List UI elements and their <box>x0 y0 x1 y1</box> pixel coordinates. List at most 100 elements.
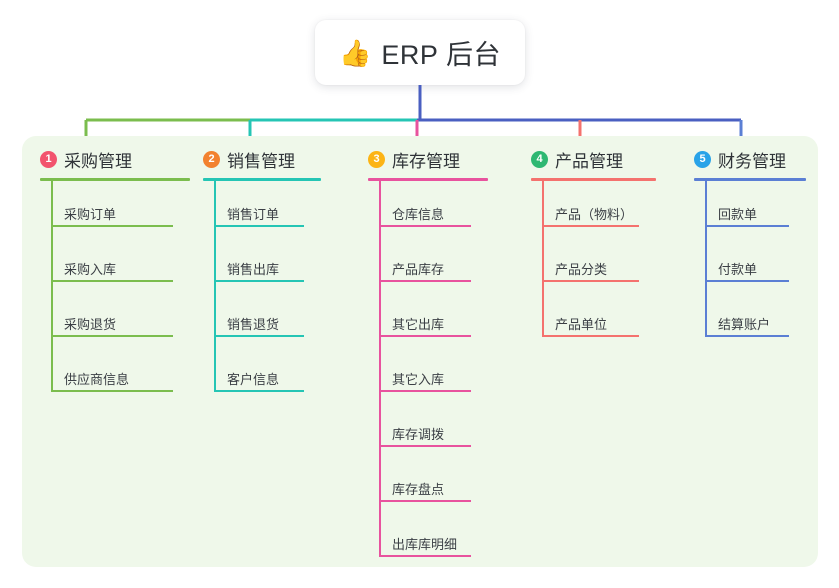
branch-item[interactable]: 回款单 <box>694 181 806 236</box>
branch-number-badge: 4 <box>531 150 548 168</box>
branch-item[interactable]: 库存调拨 <box>368 401 488 456</box>
branch-item-rule <box>379 280 471 282</box>
branch-item-label: 销售订单 <box>227 207 280 222</box>
branch-item[interactable]: 客户信息 <box>203 346 321 401</box>
branch-item-rule <box>214 225 304 227</box>
branch-item-rule <box>51 280 173 282</box>
branch-column-4: 4 产品管理产品（物料） 产品分类产品单位 <box>531 146 656 346</box>
branch-spine <box>214 181 216 392</box>
branch-item-label: 产品库存 <box>392 262 445 277</box>
branch-item-rule <box>214 280 304 282</box>
branch-spine <box>705 181 707 337</box>
branch-item-label: 结算账户 <box>718 317 771 332</box>
branch-number-badge: 1 <box>40 150 57 168</box>
branch-item[interactable]: 付款单 <box>694 236 806 291</box>
branch-column-2: 2 销售管理销售订单销售出库销售退货客户信息 <box>203 146 321 401</box>
branch-item-rule <box>705 225 789 227</box>
branch-item-rule <box>542 225 639 227</box>
branch-item-rule <box>214 390 304 392</box>
branch-item-list: 采购订单采购入库采购退货供应商信息 <box>40 181 190 401</box>
branch-title: 销售管理 <box>227 151 295 171</box>
branch-title: 财务管理 <box>718 151 786 171</box>
branch-item-label: 采购入库 <box>64 262 117 277</box>
branch-item-list: 产品（物料） 产品分类产品单位 <box>531 181 656 346</box>
branch-item-label: 采购退货 <box>64 317 117 332</box>
branch-item[interactable]: 销售出库 <box>203 236 321 291</box>
branch-number-badge: 3 <box>368 150 385 168</box>
branch-header[interactable]: 2 销售管理 <box>203 146 321 172</box>
branch-title: 库存管理 <box>392 151 460 171</box>
branch-header-rule <box>40 178 190 181</box>
branch-item-rule <box>214 335 304 337</box>
branch-header-rule <box>368 178 488 181</box>
branch-column-5: 5 财务管理回款单付款单结算账户 <box>694 146 806 346</box>
branch-item-label: 客户信息 <box>227 372 280 387</box>
branch-item[interactable]: 采购退货 <box>40 291 190 346</box>
branch-item-rule <box>51 390 173 392</box>
branch-item-rule <box>542 335 639 337</box>
branch-item-rule <box>705 280 789 282</box>
branch-item[interactable]: 产品库存 <box>368 236 488 291</box>
branch-item-label: 库存盘点 <box>392 482 445 497</box>
branch-spine <box>51 181 53 392</box>
branch-column-3: 3 库存管理仓库信息产品库存其它出库其它入库库存调拨库存盘点出库库明细 <box>368 146 488 566</box>
branch-item[interactable]: 其它出库 <box>368 291 488 346</box>
branch-item-label: 付款单 <box>718 262 758 277</box>
branch-spine <box>379 181 381 557</box>
branch-item-rule <box>379 390 471 392</box>
branch-title: 产品管理 <box>555 151 623 171</box>
branch-item-rule <box>379 500 471 502</box>
branch-item-label: 采购订单 <box>64 207 117 222</box>
branch-item-label: 其它出库 <box>392 317 445 332</box>
branch-item-list: 仓库信息产品库存其它出库其它入库库存调拨库存盘点出库库明细 <box>368 181 488 566</box>
branch-item[interactable]: 仓库信息 <box>368 181 488 236</box>
root-node-card[interactable]: 👍 ERP 后台 <box>315 20 525 85</box>
branch-spine <box>542 181 544 337</box>
branch-item[interactable]: 出库库明细 <box>368 511 488 566</box>
branch-item[interactable]: 其它入库 <box>368 346 488 401</box>
branch-item-label: 仓库信息 <box>392 207 445 222</box>
branch-item-rule <box>51 335 173 337</box>
branch-header-rule <box>203 178 321 181</box>
branches-panel <box>22 136 818 567</box>
branch-number-badge: 5 <box>694 150 711 168</box>
branch-header-rule <box>531 178 656 181</box>
branch-item[interactable]: 供应商信息 <box>40 346 190 401</box>
branch-item-list: 销售订单销售出库销售退货客户信息 <box>203 181 321 401</box>
branch-item-rule <box>379 445 471 447</box>
branch-item-rule <box>379 335 471 337</box>
branch-item-label: 销售退货 <box>227 317 280 332</box>
branch-item-label: 其它入库 <box>392 372 445 387</box>
branch-header[interactable]: 4 产品管理 <box>531 146 656 172</box>
branch-number-badge: 2 <box>203 150 220 168</box>
branch-item[interactable]: 库存盘点 <box>368 456 488 511</box>
branch-item-label: 销售出库 <box>227 262 280 277</box>
branch-item[interactable]: 结算账户 <box>694 291 806 346</box>
branch-item-label: 出库库明细 <box>392 537 458 552</box>
branch-item-list: 回款单付款单结算账户 <box>694 181 806 346</box>
branch-item[interactable]: 采购订单 <box>40 181 190 236</box>
branch-item-rule <box>379 555 471 557</box>
branch-item-rule <box>542 280 639 282</box>
branch-header-rule <box>694 178 806 181</box>
branch-item[interactable]: 销售退货 <box>203 291 321 346</box>
thumbs-up-emoji: 👍 <box>339 37 372 68</box>
branch-item-label: 回款单 <box>718 207 758 222</box>
branch-item[interactable]: 产品分类 <box>531 236 656 291</box>
branch-item-rule <box>51 225 173 227</box>
branch-header[interactable]: 5 财务管理 <box>694 146 806 172</box>
branch-header[interactable]: 3 库存管理 <box>368 146 488 172</box>
branch-item[interactable]: 销售订单 <box>203 181 321 236</box>
branch-item-rule <box>379 225 471 227</box>
branch-item[interactable]: 采购入库 <box>40 236 190 291</box>
branch-item-label: 库存调拨 <box>392 427 445 442</box>
branch-item-rule <box>705 335 789 337</box>
root-node-title: ERP 后台 <box>381 40 501 70</box>
branch-item[interactable]: 产品（物料） <box>531 181 656 236</box>
branch-item[interactable]: 产品单位 <box>531 291 656 346</box>
branch-item-label: 产品分类 <box>555 262 608 277</box>
branch-item-label: 产品单位 <box>555 317 608 332</box>
